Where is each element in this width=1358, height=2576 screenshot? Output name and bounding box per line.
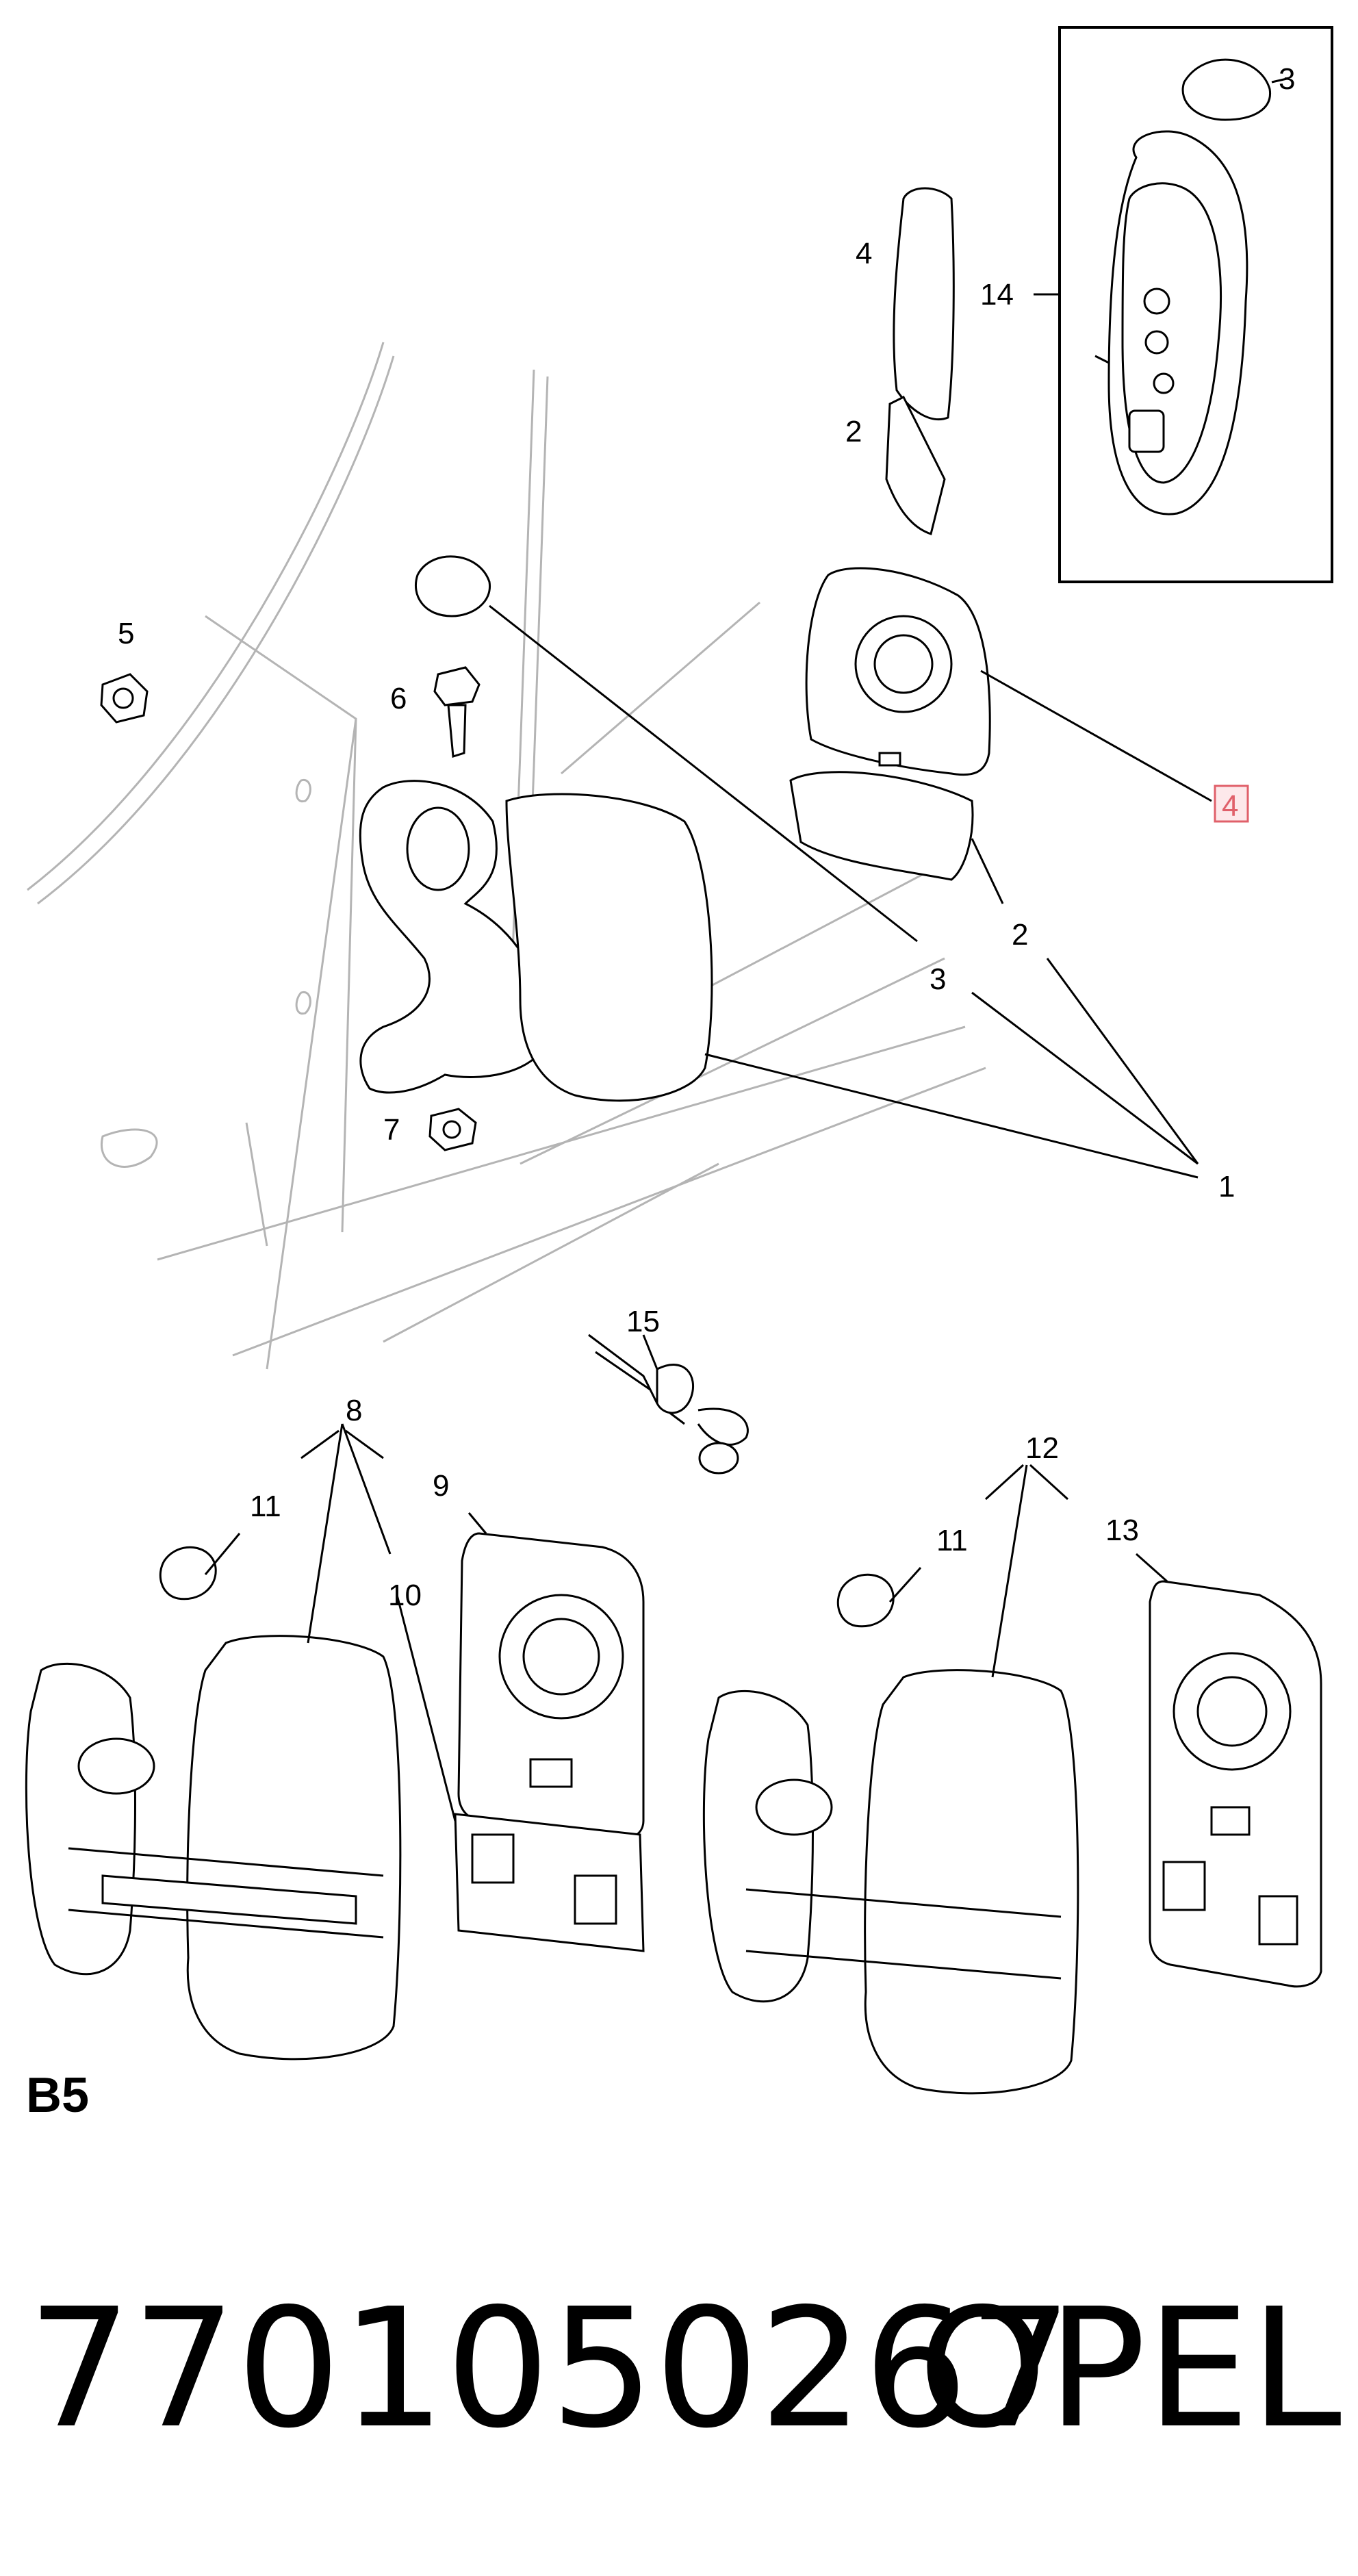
- footer: 7701050267 OPEL: [27, 2266, 1342, 2471]
- callout-4-glass: 4: [856, 237, 872, 270]
- callout-5: 5: [118, 617, 134, 650]
- mirror-assembly-part: [359, 780, 713, 1102]
- callout-7: 7: [383, 1113, 400, 1147]
- callout-14: 14: [980, 278, 1014, 311]
- callout-2-glass: 2: [845, 415, 862, 448]
- callout-6: 6: [390, 682, 407, 715]
- cap-part: [414, 555, 491, 617]
- callout-1: 1: [1218, 1170, 1235, 1203]
- callout-9: 9: [433, 1469, 449, 1503]
- callout-2-strip: 2: [1012, 918, 1028, 952]
- callout-8: 8: [346, 1394, 362, 1427]
- leader-lines: [204, 77, 1287, 1822]
- base-plate-13-part: [1149, 1580, 1322, 1988]
- callout-3-inset: 3: [1279, 62, 1295, 96]
- cap-11-left-part: [159, 1546, 217, 1601]
- nut-5-part: [100, 673, 149, 724]
- brand-name: OPEL: [918, 2273, 1342, 2464]
- cable-15-part: [588, 1334, 749, 1475]
- mirror-assembly-12-part: [702, 1669, 1079, 2095]
- highlight-box: [1214, 785, 1249, 823]
- callout-13: 13: [1105, 1514, 1139, 1547]
- nut-7-part: [428, 1108, 477, 1151]
- callout-11-right: 11: [936, 1524, 968, 1557]
- callout-12: 12: [1025, 1431, 1059, 1465]
- part-number: 7701050267: [27, 2273, 1073, 2464]
- mirror-glass-part: [893, 187, 955, 421]
- glass-pane-part: [885, 395, 946, 535]
- cover-strip-part: [789, 771, 974, 881]
- cap-11-right-part: [836, 1573, 895, 1628]
- inset-cap-part: [1181, 58, 1272, 121]
- callout-3-cap: 3: [930, 962, 946, 996]
- callout-labels: 3 14 4 2 5 6 4 2 3 7 1 15 8 11 9 10 12 1…: [118, 62, 1295, 1612]
- callout-10: 10: [388, 1579, 422, 1612]
- vehicle-body-outline: [27, 342, 986, 1370]
- mirror-assembly-8-part: [25, 1635, 402, 2061]
- inset-frame: [1058, 26, 1333, 583]
- callout-4-highlighted: 4: [1222, 789, 1238, 823]
- inset-mirror-head-part: [1094, 130, 1248, 515]
- parts-diagram: 3 14 4 2 5 6 4 2 3 7 1 15 8 11 9 10 12 1…: [25, 26, 1333, 2095]
- callout-11-left: 11: [250, 1490, 281, 1523]
- callout-15: 15: [626, 1305, 660, 1338]
- mirror-base-plate-part: [805, 567, 991, 776]
- section-label: B5: [26, 2068, 90, 2123]
- screw-6-part: [433, 666, 481, 758]
- heater-pad-10-part: [454, 1813, 645, 1952]
- base-plate-9-part: [457, 1532, 645, 1840]
